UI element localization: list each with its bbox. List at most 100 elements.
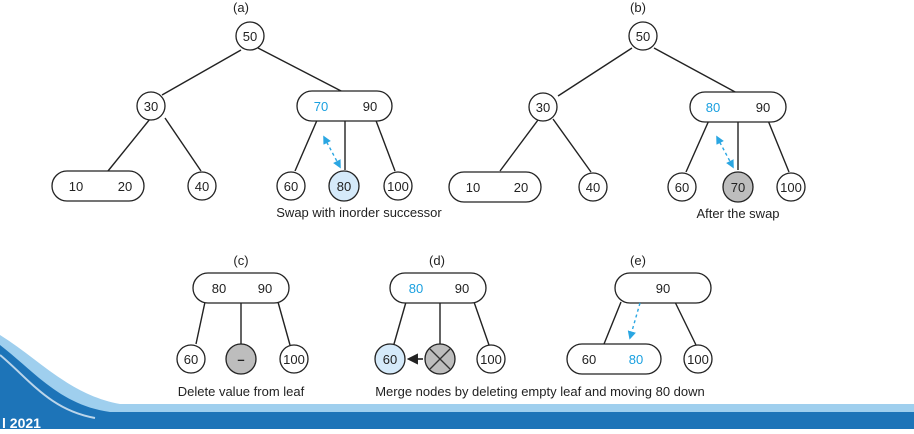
panel-d-label: (d) bbox=[429, 253, 445, 268]
edge-e-p-l1 bbox=[603, 301, 622, 345]
node-c-leaf-3 bbox=[279, 344, 309, 374]
panel-b-caption: After the swap bbox=[696, 206, 779, 221]
node-c-parent bbox=[192, 272, 290, 304]
node-c-leaf-1-value: 60 bbox=[184, 352, 198, 367]
footer-text: l 2021 bbox=[2, 415, 41, 429]
move-down-arrow bbox=[627, 302, 641, 340]
node-a-leaf-r3 bbox=[383, 171, 413, 201]
node-a-leaf-lr-value: 40 bbox=[195, 179, 209, 194]
node-d-leaf-3-value: 100 bbox=[480, 352, 502, 367]
node-a-leaf-r3-value: 100 bbox=[387, 179, 409, 194]
node-a-leaf-r1 bbox=[276, 171, 306, 201]
edge-a-root-right bbox=[257, 47, 346, 94]
footer-band: l 2021 bbox=[0, 335, 914, 431]
node-c-parent-value-2: 90 bbox=[258, 281, 272, 296]
node-d-leaf-1-value: 60 bbox=[383, 352, 397, 367]
panel-a: (a) 50 30 70 90 10 20 40 60 80 100 Swap … bbox=[51, 0, 442, 220]
node-b-left-value: 30 bbox=[536, 100, 550, 115]
node-b-right-value-2: 90 bbox=[756, 100, 770, 115]
node-c-leaf-2-value: – bbox=[237, 352, 244, 367]
panel-c-label: (c) bbox=[233, 253, 248, 268]
caption-de: Merge nodes by deleting empty leaf and m… bbox=[375, 384, 705, 399]
swap-arrow-b bbox=[716, 135, 734, 169]
node-c-parent-value-1: 80 bbox=[212, 281, 226, 296]
panel-b-label: (b) bbox=[630, 0, 646, 15]
node-e-leaf-value-1: 60 bbox=[582, 352, 596, 367]
node-b-leaf-ll-value-2: 20 bbox=[514, 180, 528, 195]
node-e-parent-value: 90 bbox=[656, 281, 670, 296]
edge-a-right-r3 bbox=[374, 117, 396, 172]
panel-d: (d) 80 90 60 100 bbox=[374, 253, 506, 375]
edge-a-left-ll bbox=[107, 118, 151, 172]
node-a-right-value-2: 90 bbox=[363, 99, 377, 114]
node-b-leaf-r1 bbox=[667, 172, 697, 202]
node-b-right-value-1: 80 bbox=[706, 100, 720, 115]
node-a-leaf-r1-value: 60 bbox=[284, 179, 298, 194]
node-b-leaf-lr bbox=[578, 172, 608, 202]
edge-b-left-ll bbox=[499, 119, 539, 172]
node-b-leaf-r3 bbox=[776, 172, 806, 202]
node-d-parent bbox=[389, 272, 487, 304]
edge-b-root-left bbox=[557, 47, 633, 97]
edge-b-right-r1 bbox=[685, 117, 711, 173]
node-b-leaf-r2-gray bbox=[722, 171, 754, 203]
node-a-leaf-ll-value-2: 20 bbox=[118, 179, 132, 194]
edge-d-p-l3 bbox=[473, 301, 490, 346]
node-b-left bbox=[528, 92, 558, 122]
node-b-root bbox=[628, 21, 658, 51]
node-b-leaf-ll bbox=[448, 171, 542, 203]
panel-b: (b) 50 30 80 90 10 20 40 60 70 100 After… bbox=[448, 0, 806, 221]
node-a-leaf-lr bbox=[187, 171, 217, 201]
edge-b-root-right bbox=[653, 47, 738, 94]
node-d-parent-value-2: 90 bbox=[455, 281, 469, 296]
node-a-left-value: 30 bbox=[144, 99, 158, 114]
panel-e-label: (e) bbox=[630, 253, 646, 268]
node-e-leaf-value-2: 80 bbox=[629, 352, 643, 367]
node-a-leaf-ll-value-1: 10 bbox=[69, 179, 83, 194]
node-a-root-value: 50 bbox=[243, 29, 257, 44]
node-d-leaf-3 bbox=[476, 344, 506, 374]
footer-band-light bbox=[0, 335, 914, 412]
panel-e: (e) 90 60 80 100 bbox=[566, 253, 713, 375]
edge-a-root-left bbox=[161, 49, 242, 96]
panel-a-label: (a) bbox=[233, 0, 249, 15]
node-b-leaf-r1-value: 60 bbox=[675, 180, 689, 195]
node-c-leaf-2-empty bbox=[225, 343, 257, 375]
node-a-leaf-ll bbox=[51, 170, 145, 202]
node-b-leaf-ll-value-1: 10 bbox=[466, 180, 480, 195]
edge-c-p-l3 bbox=[277, 301, 291, 346]
node-a-right-value-1: 70 bbox=[314, 99, 328, 114]
edge-a-right-r1 bbox=[294, 117, 319, 172]
node-a-left bbox=[136, 91, 166, 121]
panel-c: (c) 80 90 60 – 100 Delete value from lea… bbox=[176, 253, 309, 399]
node-d-parent-value-1: 80 bbox=[409, 281, 423, 296]
swap-arrow-a bbox=[323, 135, 341, 169]
node-a-leaf-r2-highlight bbox=[328, 170, 360, 202]
edge-d-p-l1 bbox=[393, 301, 407, 345]
edge-b-left-lr bbox=[552, 118, 592, 173]
node-c-leaf-1 bbox=[176, 344, 206, 374]
edge-b-right-r3 bbox=[766, 117, 790, 173]
edge-c-p-l1 bbox=[195, 301, 206, 345]
node-a-root bbox=[235, 21, 265, 51]
edge-e-p-l3 bbox=[674, 301, 697, 346]
footer-band-dark bbox=[0, 345, 914, 429]
node-d-leaf-1-highlight bbox=[374, 343, 406, 375]
panel-a-caption: Swap with inorder successor bbox=[276, 205, 442, 220]
node-e-leaf-3-value: 100 bbox=[687, 352, 709, 367]
node-b-leaf-r2-value: 70 bbox=[731, 180, 745, 195]
node-c-leaf-3-value: 100 bbox=[283, 352, 305, 367]
node-b-leaf-r3-value: 100 bbox=[780, 180, 802, 195]
node-b-root-value: 50 bbox=[636, 29, 650, 44]
node-a-leaf-r2-value: 80 bbox=[337, 179, 351, 194]
node-b-leaf-lr-value: 40 bbox=[586, 180, 600, 195]
node-e-leaf-merged bbox=[566, 343, 662, 375]
node-a-right bbox=[296, 90, 393, 122]
deleted-cross-icon-2 bbox=[429, 348, 451, 370]
node-e-parent bbox=[614, 272, 712, 304]
node-e-leaf-3 bbox=[683, 344, 713, 374]
node-b-right bbox=[689, 91, 787, 123]
panel-c-caption: Delete value from leaf bbox=[178, 384, 305, 399]
